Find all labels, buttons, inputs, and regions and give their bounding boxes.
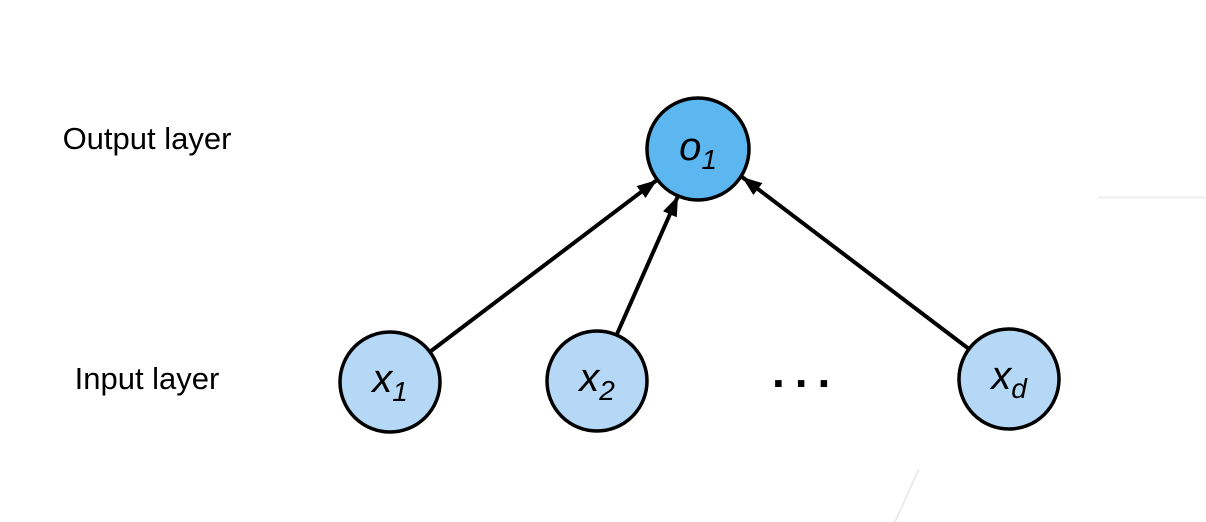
input-node-x1-label: x1 [370,357,408,407]
input-node-x2-label: x2 [577,356,615,406]
input-node-x2 [545,329,649,433]
x2-base: x [577,356,601,400]
artifact-line-bottom-right [893,468,920,522]
input-node-xd-label: xd [989,354,1028,404]
xd-subscript: d [1011,373,1028,404]
o1-base: o [679,125,701,169]
hidden-nodes-ellipsis: ... [772,345,840,397]
edge-x2-to-o1 [615,195,680,335]
xd-base: x [989,354,1013,398]
output-node-o1 [645,96,751,202]
input-node-xd [957,327,1061,431]
x1-subscript: 1 [392,376,408,407]
output-layer-label: Output layer [62,121,232,156]
edge-x1-to-o1 [429,178,659,353]
artifact-line-right [1098,196,1206,199]
o1-subscript: 1 [701,144,717,175]
x2-subscript: 2 [598,375,615,406]
input-node-x1 [338,330,442,434]
output-node-o1-label: o1 [679,125,717,175]
input-layer-label: Input layer [74,361,220,396]
edge-xd-to-o1 [740,175,971,351]
x1-base: x [370,357,394,401]
